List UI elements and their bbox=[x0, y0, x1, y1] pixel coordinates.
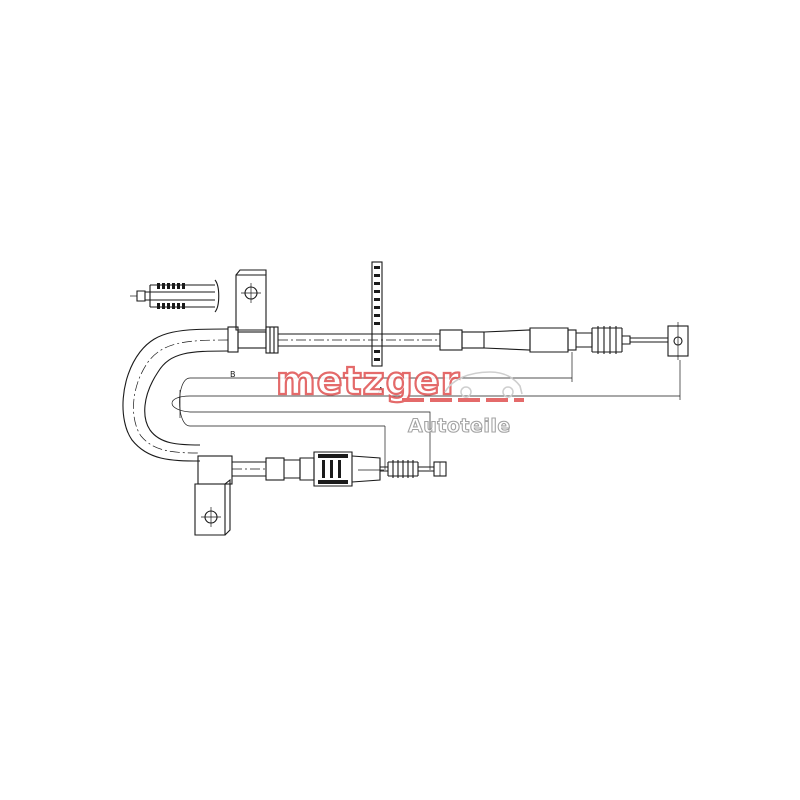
dimension-label-a: A bbox=[378, 386, 384, 395]
dimension-label-b: B bbox=[230, 370, 236, 379]
watermark-subtitle: Autoteile bbox=[408, 415, 511, 437]
watermark-brand: metzger bbox=[276, 359, 460, 403]
cable-top-run bbox=[227, 322, 689, 360]
car-outline-icon bbox=[444, 371, 523, 398]
cable-bottom-run bbox=[232, 451, 447, 487]
detail-threaded-fitting bbox=[130, 279, 220, 313]
lower-mounting-bracket bbox=[194, 455, 233, 536]
cable-loop bbox=[122, 328, 229, 462]
watermark-dashes bbox=[402, 398, 524, 402]
metzger-watermark: metzger Autoteile bbox=[275, 358, 524, 438]
upper-mounting-bracket bbox=[235, 269, 267, 331]
bulkhead-plate bbox=[371, 261, 383, 367]
dimension-lines: B A bbox=[171, 352, 681, 470]
